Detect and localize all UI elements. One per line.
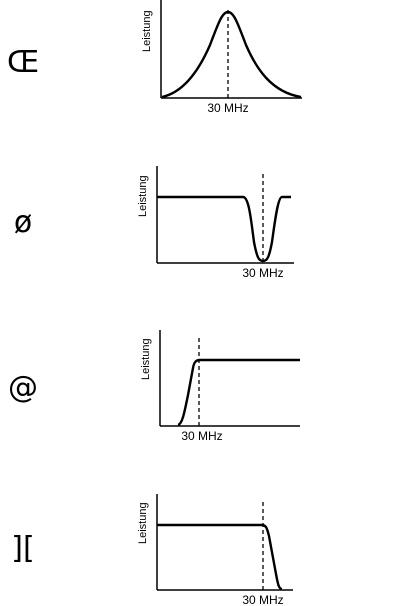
y-axis-label: Leistung bbox=[137, 502, 149, 544]
panel-marker: ø bbox=[13, 205, 33, 240]
highpass-plot: Leistung 30 MHz bbox=[140, 330, 300, 443]
response-curve bbox=[177, 358, 300, 427]
panel-marker: @ bbox=[8, 370, 38, 405]
x-axis-label: 30 MHz bbox=[242, 266, 283, 280]
response-curve bbox=[161, 10, 302, 99]
response-curve bbox=[157, 523, 283, 591]
response-curve bbox=[157, 195, 291, 263]
panel-marker: ][ bbox=[11, 531, 35, 566]
notch-plot: Leistung 30 MHz bbox=[137, 166, 294, 280]
panel-notch: ø Leistung 30 MHz bbox=[0, 160, 405, 290]
x-axis-label: 30 MHz bbox=[207, 101, 248, 115]
lowpass-plot: Leistung 30 MHz bbox=[137, 494, 293, 606]
bandpass-plot: Leistung 30 MHz bbox=[141, 0, 302, 115]
panel-bandpass: Œ Leistung 30 MHz bbox=[0, 0, 405, 130]
y-axis-label: Leistung bbox=[141, 10, 153, 52]
y-axis-label: Leistung bbox=[140, 338, 152, 380]
panel-lowpass: ][ Leistung 30 MHz bbox=[0, 490, 405, 606]
x-axis-label: 30 MHz bbox=[181, 429, 222, 443]
panel-marker: Œ bbox=[6, 45, 40, 80]
y-axis-label: Leistung bbox=[137, 175, 149, 217]
x-axis-label: 30 MHz bbox=[242, 593, 283, 606]
panel-highpass: @ Leistung 30 MHz bbox=[0, 325, 405, 455]
